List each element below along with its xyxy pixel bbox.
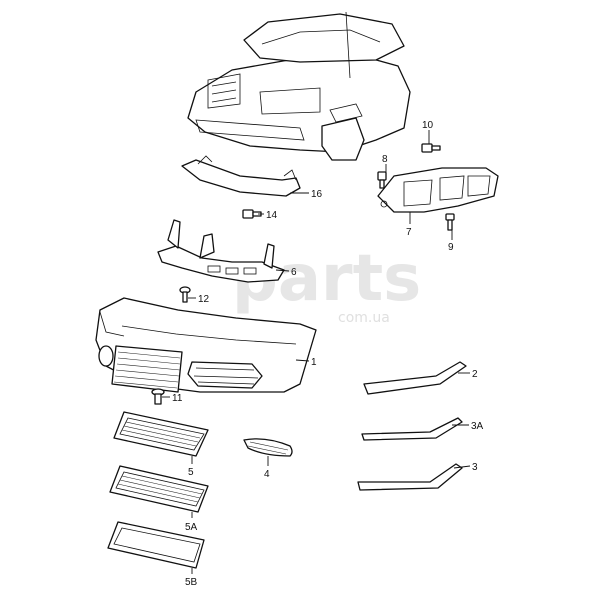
callout-4: 4 [264,469,270,480]
callout-1: 1 [311,357,317,368]
part-10-bolt [421,143,441,153]
part-8-screw [377,171,387,189]
callout-5: 5 [188,467,194,478]
part-5b-grille [107,521,205,569]
part-11-bolt [151,388,165,405]
callout-6: 6 [291,267,297,278]
part-3a-trim-strip [361,417,463,441]
part-5a-grille [109,465,209,513]
watermark-domain: com.ua [338,310,390,326]
part-3-trim-strip [357,463,463,491]
callout-3a: 3A [471,421,484,432]
callout-16: 16 [311,189,323,200]
callout-8: 8 [382,154,388,165]
part-4-side-grille [243,438,293,457]
callout-5b: 5B [185,577,198,588]
part-7-headlight-housing [377,167,499,213]
leader-lines [162,130,471,574]
callout-5a: 5A [185,522,198,533]
callout-11: 11 [172,393,183,404]
part-9-screw [445,213,455,231]
callout-labels: 16 14 6 12 1 11 5 5A 5B 4 7 8 9 10 2 3A … [172,120,484,588]
callout-10: 10 [422,120,434,131]
part-1-bumper-cover [95,297,317,393]
watermark: parts com.ua [232,242,421,326]
part-6-carrier [157,219,285,283]
part-12-clip [179,286,191,303]
callout-7: 7 [406,227,412,238]
callout-3: 3 [472,462,478,473]
car-front-illustration [187,11,411,161]
part-2-trim-strip [363,361,467,395]
part-14-bolt [242,209,262,219]
callout-14: 14 [266,210,278,221]
part-16-bracket [181,155,301,197]
lower-grille-slats [113,351,181,389]
callout-9: 9 [448,242,454,253]
part-5-grille [113,411,209,457]
callout-2: 2 [472,369,478,380]
callout-12: 12 [198,294,210,305]
